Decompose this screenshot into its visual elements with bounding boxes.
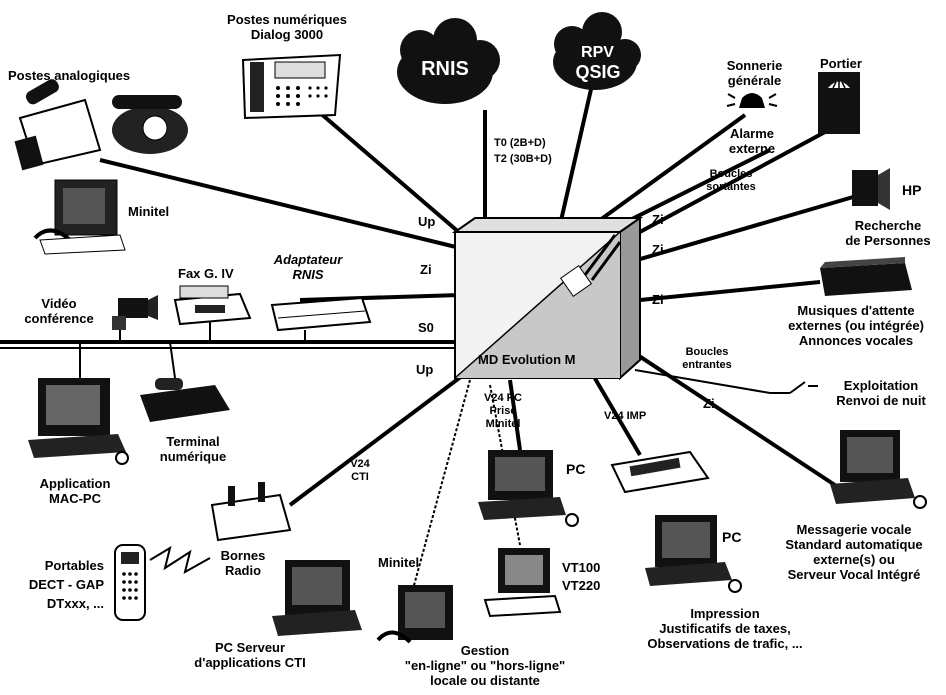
label-boucles-entrantes: Boucles entrantes bbox=[682, 346, 732, 371]
label-t0: T0 (2B+D) bbox=[494, 137, 546, 149]
label-fax: Fax G. IV bbox=[178, 266, 234, 281]
label-sonnerie: Sonnerie générale bbox=[726, 58, 783, 88]
label-zi-left: Zi bbox=[420, 262, 432, 277]
label-terminal: Terminal numérique bbox=[159, 434, 227, 464]
label-adaptateur: Adaptateur RNIS bbox=[273, 252, 343, 282]
video-camera-icon bbox=[112, 295, 158, 330]
cloud-rnis-label: RNIS bbox=[421, 58, 469, 80]
printer-icon bbox=[610, 450, 710, 494]
pc-messagerie-icon bbox=[830, 430, 927, 509]
label-alarme: Alarme externe bbox=[728, 126, 776, 156]
line-sonnerie bbox=[598, 113, 747, 222]
label-zi-3: Zi bbox=[652, 292, 664, 307]
pc-impression-icon bbox=[645, 515, 742, 593]
line-postes-analogiques bbox=[99, 158, 461, 250]
label-zi-1: Zi bbox=[652, 212, 664, 227]
cloud-qsig-label-2: QSIG bbox=[575, 62, 621, 82]
label-impression: Impression Justificatifs de taxes, Obser… bbox=[647, 606, 803, 651]
label-postes-analogiques: Postes analogiques bbox=[8, 68, 131, 83]
bornes-radio-icon bbox=[210, 482, 292, 542]
cloud-qsig bbox=[553, 12, 641, 90]
label-portier: Portier bbox=[820, 56, 862, 71]
bell-icon bbox=[726, 93, 778, 108]
label-s0: S0 bbox=[418, 320, 434, 335]
line-boucles-entrantes bbox=[634, 369, 771, 394]
label-v24pc: V24 PC Prise Minitel bbox=[484, 392, 522, 430]
line-hp bbox=[629, 193, 861, 264]
label-bornes: Bornes Radio bbox=[220, 548, 266, 578]
label-messagerie: Messagerie vocale Standard automatique e… bbox=[785, 522, 923, 582]
label-portables: Portables DECT - GAP DTxxx, ... bbox=[28, 558, 104, 611]
label-minitel-top: Minitel bbox=[128, 204, 170, 219]
switch-icon bbox=[770, 381, 818, 394]
pbx-md-evolution bbox=[451, 216, 644, 381]
label-musiques: Musiques d'attente externes (ou intégrée… bbox=[788, 303, 924, 348]
line-musiques bbox=[639, 280, 821, 302]
line-portier bbox=[624, 123, 839, 242]
label-minitel-bottom: Minitel bbox=[378, 555, 420, 570]
label-hp: HP bbox=[902, 182, 922, 198]
label-recherche: Recherche de Personnes bbox=[845, 218, 931, 248]
label-boucles-sortantes: Boucles sortantes bbox=[706, 168, 756, 193]
minitel-bottom-icon bbox=[376, 585, 453, 644]
dect-handset-icon bbox=[114, 544, 211, 621]
label-zi-2: Zi bbox=[652, 242, 664, 257]
label-pc-1: PC bbox=[566, 461, 586, 477]
line-zi-left bbox=[299, 293, 461, 302]
label-v24imp: V24 IMP bbox=[604, 410, 647, 422]
line-alarme bbox=[619, 148, 771, 227]
music-unit-icon bbox=[820, 257, 912, 296]
cloud-rnis bbox=[397, 18, 500, 104]
dialog3000-phone-icon bbox=[241, 53, 342, 120]
label-up-mid: Up bbox=[416, 362, 434, 377]
label-zi-bottom: Zi bbox=[703, 396, 715, 411]
line-qsig bbox=[558, 84, 594, 226]
terminal-numerique-icon bbox=[140, 378, 230, 422]
minitel-top-icon bbox=[33, 179, 126, 255]
pc-v24-icon bbox=[478, 450, 579, 527]
line-dialog3000 bbox=[303, 98, 470, 242]
line-v24pc bbox=[508, 379, 522, 451]
line-messagerie bbox=[628, 348, 852, 497]
portier-icon bbox=[818, 72, 860, 134]
vt-terminal-icon bbox=[483, 548, 562, 618]
line-terminal bbox=[169, 341, 176, 379]
label-application: Application MAC-PC bbox=[39, 476, 111, 506]
line-v24imp bbox=[588, 368, 642, 457]
cloud-qsig-label-1: RPV bbox=[581, 44, 614, 61]
fax-icon bbox=[173, 285, 252, 326]
label-postes-numeriques: Postes numériques Dialog 3000 bbox=[227, 12, 347, 42]
label-t2: T2 (30B+D) bbox=[494, 153, 552, 165]
label-vt100: VT100 bbox=[562, 560, 601, 575]
adaptateur-rnis-icon bbox=[270, 296, 372, 332]
label-up-top: Up bbox=[418, 214, 436, 229]
line-minitel-bottom bbox=[409, 379, 471, 601]
mac-pc-icon bbox=[28, 378, 129, 465]
label-exploitation: Exploitation Renvoi de nuit bbox=[836, 378, 926, 408]
label-v24cti: V24 CTI bbox=[350, 458, 370, 483]
pc-serveur-cti-icon bbox=[272, 560, 362, 636]
label-video: Vidéo conférence bbox=[24, 296, 94, 326]
analog-phones-icon bbox=[14, 79, 188, 171]
line-v24cti bbox=[288, 368, 472, 507]
label-gestion: Gestion "en-ligne" ou "hors-ligne" local… bbox=[404, 643, 566, 688]
label-center-pbx: MD Evolution M bbox=[478, 352, 576, 367]
label-vt220: VT220 bbox=[562, 578, 601, 593]
label-pc-serveur: PC Serveur d'applications CTI bbox=[194, 640, 306, 670]
label-pc-2: PC bbox=[722, 529, 742, 545]
connection-lines bbox=[0, 84, 861, 507]
hp-speaker-icon bbox=[852, 168, 890, 210]
